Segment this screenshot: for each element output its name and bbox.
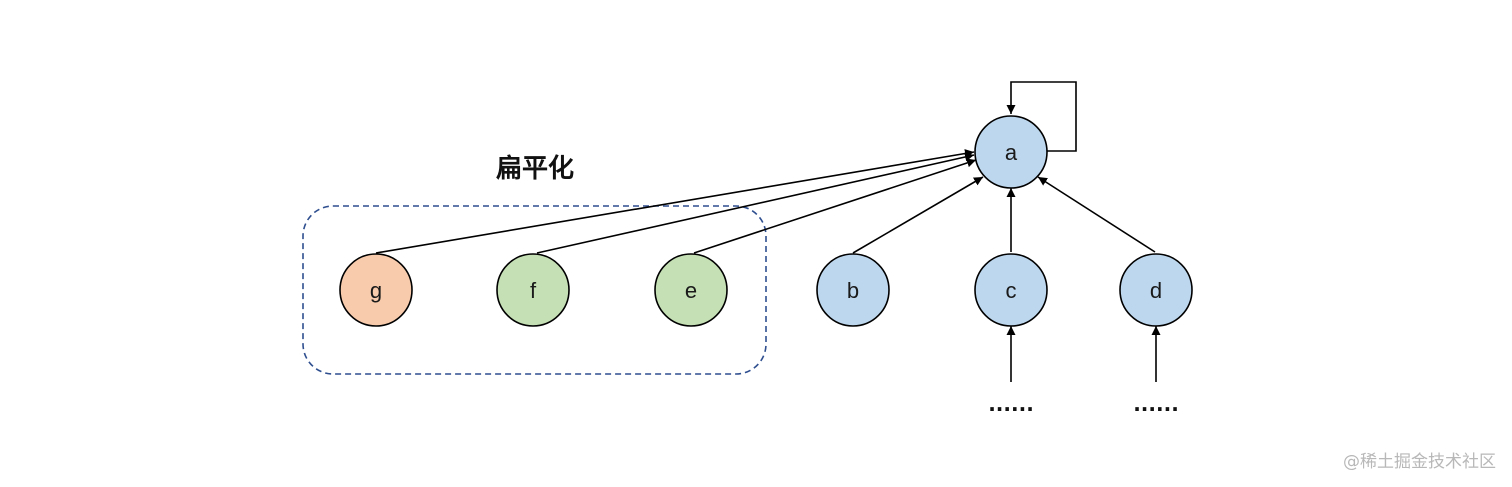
continuation-ellipsis-c: ...... xyxy=(988,392,1034,416)
node-e-circle xyxy=(654,253,728,327)
node-a-label: a xyxy=(1005,140,1018,165)
node-g: g xyxy=(339,253,413,327)
edge-e-to-a xyxy=(693,158,977,254)
node-b-label: b xyxy=(847,278,859,303)
continuation-ellipsis-d: ...... xyxy=(1133,392,1179,416)
node-g-label: g xyxy=(370,278,382,303)
node-d-label: d xyxy=(1150,278,1162,303)
edge-d-to-a xyxy=(1037,176,1156,253)
self-loop-edge-a xyxy=(1006,81,1077,152)
node-d: d xyxy=(1119,253,1193,327)
node-a-circle xyxy=(974,115,1048,189)
node-d-circle xyxy=(1119,253,1193,327)
node-c-circle xyxy=(974,253,1048,327)
node-b: b xyxy=(816,253,890,327)
node-b-circle xyxy=(816,253,890,327)
watermark-text: @稀土掘金技术社区 xyxy=(1343,452,1496,472)
node-e-label: e xyxy=(685,278,697,303)
node-a: a xyxy=(974,115,1048,189)
node-e: e xyxy=(654,253,728,327)
node-c-label: c xyxy=(1006,278,1017,303)
node-f-label: f xyxy=(530,278,537,303)
node-c: c xyxy=(974,253,1048,327)
node-g-circle xyxy=(339,253,413,327)
edge-b-to-a xyxy=(852,176,984,254)
flattened-group-box xyxy=(302,205,767,375)
edge-g-to-a xyxy=(375,149,975,254)
edge-f-to-a xyxy=(536,152,975,254)
node-f: f xyxy=(496,253,570,327)
node-f-circle xyxy=(496,253,570,327)
diagram-title: 扁平化 xyxy=(496,154,574,184)
